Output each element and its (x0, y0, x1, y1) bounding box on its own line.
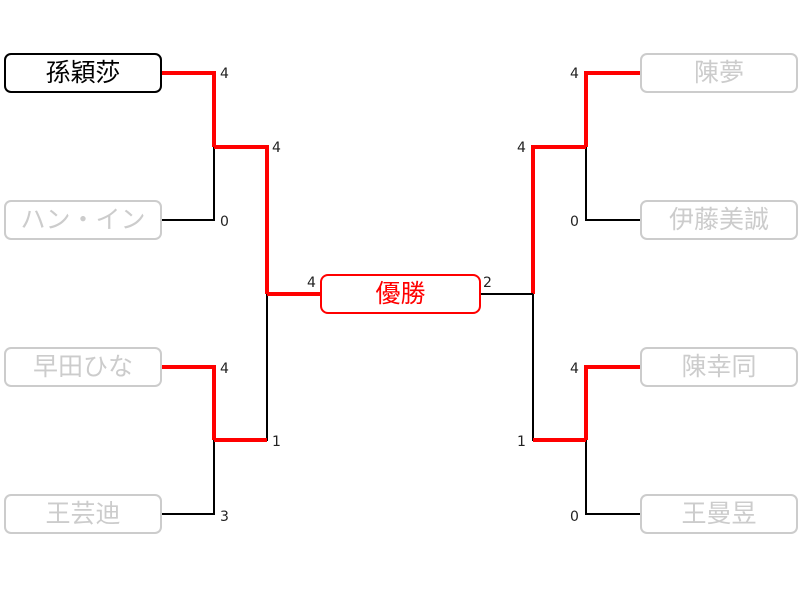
score-right-final: 2 (483, 275, 492, 291)
line-right-p3 (584, 365, 640, 440)
score-left-r1-4: 3 (220, 509, 229, 525)
player-box-right-4[interactable]: 王曼昱 (640, 494, 798, 534)
player-box-right-2[interactable]: 伊藤美誠 (640, 200, 798, 240)
score-left-r1-2: 0 (220, 214, 229, 230)
player-box-right-3[interactable]: 陳幸同 (640, 347, 798, 387)
player-name: 陳幸同 (681, 352, 757, 381)
player-name: 伊藤美誠 (668, 205, 769, 234)
score-left-semi-1: 4 (272, 140, 281, 156)
score-left-r1-1: 4 (220, 66, 229, 82)
score-right-semi-1: 4 (517, 140, 526, 156)
line-right-p1 (584, 71, 640, 147)
score-right-r1-2: 0 (570, 214, 579, 230)
player-name: 陳夢 (693, 58, 744, 87)
score-left-r1-3: 4 (220, 361, 229, 377)
player-name: ハン・イン (20, 205, 146, 234)
player-box-left-4[interactable]: 王芸迪 (4, 494, 162, 534)
line-right-semi1 (531, 145, 586, 294)
line-left-semi1 (214, 145, 269, 294)
line-left-p2 (160, 147, 215, 221)
score-right-r1-1: 4 (570, 66, 579, 82)
player-name: 早田ひな (32, 352, 133, 381)
line-left-p1 (160, 71, 216, 147)
line-right-p2 (585, 147, 640, 221)
line-right-p4 (585, 440, 640, 515)
player-box-left-3[interactable]: 早田ひな (4, 347, 162, 387)
player-name: 孫穎莎 (45, 58, 121, 87)
line-left-p4 (160, 440, 215, 515)
player-box-right-1[interactable]: 陳夢 (640, 53, 798, 93)
score-right-r1-4: 0 (570, 509, 579, 525)
score-right-r1-3: 4 (570, 361, 579, 377)
player-box-left-1[interactable]: 孫穎莎 (4, 53, 162, 93)
player-box-left-2[interactable]: ハン・イン (4, 200, 162, 240)
champion-label: 優勝 (375, 279, 426, 308)
player-name: 王芸迪 (45, 499, 121, 528)
score-right-semi-2: 1 (517, 434, 526, 450)
score-left-semi-2: 1 (272, 434, 281, 450)
score-left-final: 4 (307, 275, 316, 291)
line-left-p3 (160, 365, 216, 440)
champion-box[interactable]: 優勝 (320, 274, 481, 314)
player-name: 王曼昱 (681, 499, 757, 528)
